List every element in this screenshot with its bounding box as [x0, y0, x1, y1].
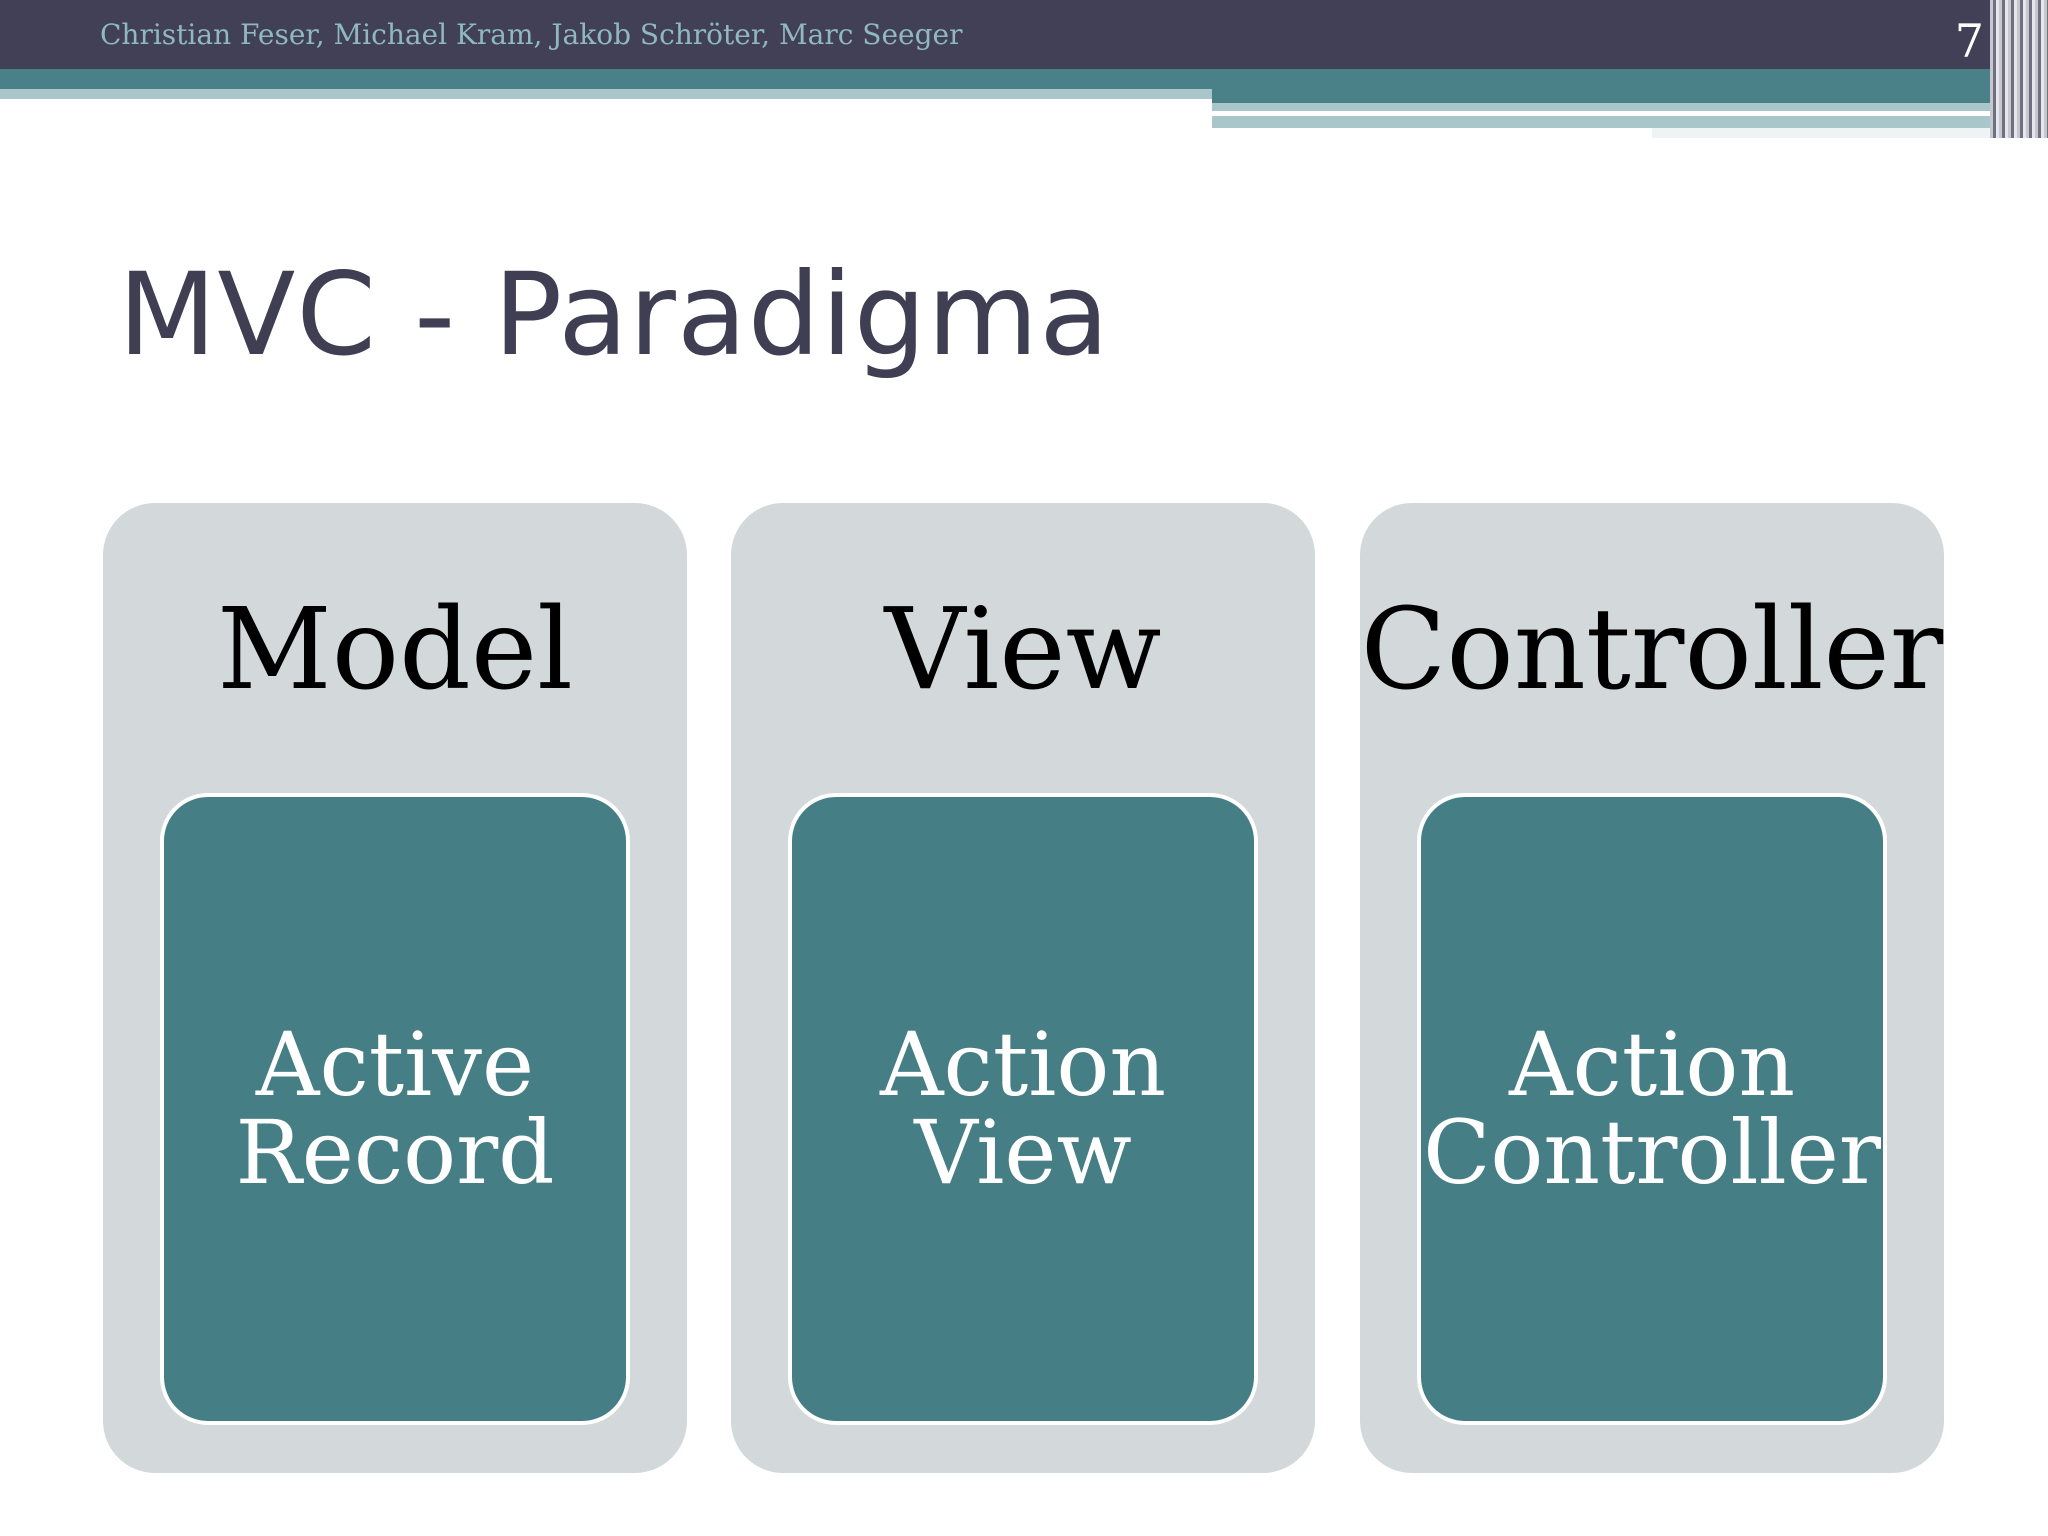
column-heading: View [884, 585, 1162, 715]
component-label: Active Record [236, 1021, 555, 1197]
component-label-line: View [914, 1101, 1132, 1204]
controller-component-box: Action Controller [1417, 793, 1887, 1425]
page-number: 7 [1954, 14, 1984, 68]
controller-column: Controller Action Controller [1360, 503, 1944, 1473]
component-label-line: Action [880, 1013, 1166, 1116]
header-band: Christian Feser, Michael Kram, Jakob Sch… [0, 0, 2048, 69]
component-label-line: Action [1509, 1013, 1795, 1116]
header-accent-bar [0, 69, 1990, 89]
view-column: View Action View [731, 503, 1315, 1473]
header-accent-bar-light [0, 89, 1212, 99]
decorative-step [1212, 116, 1990, 128]
column-heading: Controller [1360, 585, 1944, 715]
component-label-line: Controller [1423, 1101, 1881, 1204]
view-component-box: Action View [788, 793, 1258, 1425]
component-label-line: Active [255, 1013, 535, 1116]
component-label: Action Controller [1423, 1021, 1881, 1197]
authors-text: Christian Feser, Michael Kram, Jakob Sch… [100, 18, 963, 51]
decorative-step [1212, 89, 1990, 103]
model-component-box: Active Record [160, 793, 630, 1425]
model-column: Model Active Record [103, 503, 687, 1473]
decorative-step [1212, 111, 1896, 116]
slide-title: MVC - Paradigma [118, 248, 1111, 381]
decorative-step [1212, 103, 1990, 111]
column-heading: Model [217, 585, 573, 715]
decorative-step [1652, 128, 2012, 138]
component-label: Action View [880, 1021, 1166, 1197]
component-label-line: Record [235, 1101, 555, 1204]
decorative-stripes [1990, 0, 2048, 138]
